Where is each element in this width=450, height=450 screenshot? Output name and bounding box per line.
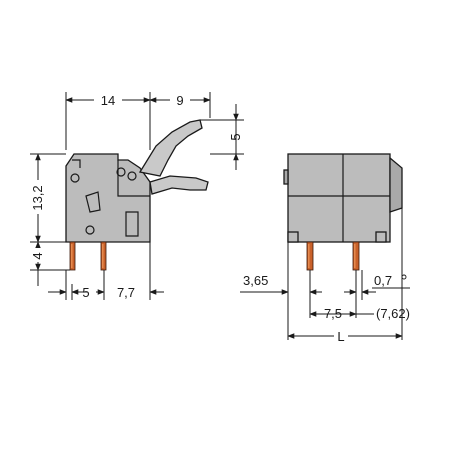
side-hole-top-left <box>70 173 80 183</box>
side-pin-right-highlight <box>102 244 104 268</box>
side-hole-bottom <box>85 225 95 235</box>
dim-pin-spacing-label: 7,7 <box>117 285 135 300</box>
front-side-cap <box>389 156 403 213</box>
diameter-symbol <box>401 274 407 280</box>
front-foot-right <box>375 231 387 243</box>
front-pin-right-highlight <box>354 244 356 268</box>
dim-edge-offset-label: 3,65 <box>243 273 268 288</box>
side-view: 14 9 5 13,2 4 5 7,7 <box>30 92 244 300</box>
front-pin-left <box>306 241 314 271</box>
dim-pin-diameter-label: 0,7 <box>374 273 392 288</box>
side-hole-mid <box>127 171 137 181</box>
side-lever <box>138 119 203 177</box>
side-housing <box>65 153 151 243</box>
front-left-tab <box>283 169 289 185</box>
dim-lever-extension-label: 9 <box>176 93 183 108</box>
side-housing-step <box>117 160 150 197</box>
dim-pin-pitch-label: 7,5 <box>324 306 342 321</box>
dim-body-height-label: 13,2 <box>30 185 45 210</box>
side-pin-left-highlight <box>71 244 73 268</box>
side-wire-entry <box>85 191 101 213</box>
front-pin-left-highlight <box>308 244 310 268</box>
front-foot-left <box>287 231 299 243</box>
side-lever-arm <box>149 175 209 195</box>
dim-total-length-label: L <box>337 329 344 344</box>
dim-pin-length-label: 4 <box>30 252 45 259</box>
dim-lever-height-label: 5 <box>228 133 243 140</box>
dim-pin-pitch-alt-label: (7,62) <box>376 306 410 321</box>
side-housing-notch <box>72 159 81 168</box>
dim-pin-offset-label: 5 <box>82 285 89 300</box>
side-hole-top-right <box>116 167 126 177</box>
side-housing-slot <box>125 211 139 237</box>
front-pin-right <box>352 241 360 271</box>
front-housing <box>287 153 391 243</box>
dim-width-label: 14 <box>101 93 115 108</box>
front-view: 3,65 0,7 7,5 (7,62) L <box>240 153 410 344</box>
